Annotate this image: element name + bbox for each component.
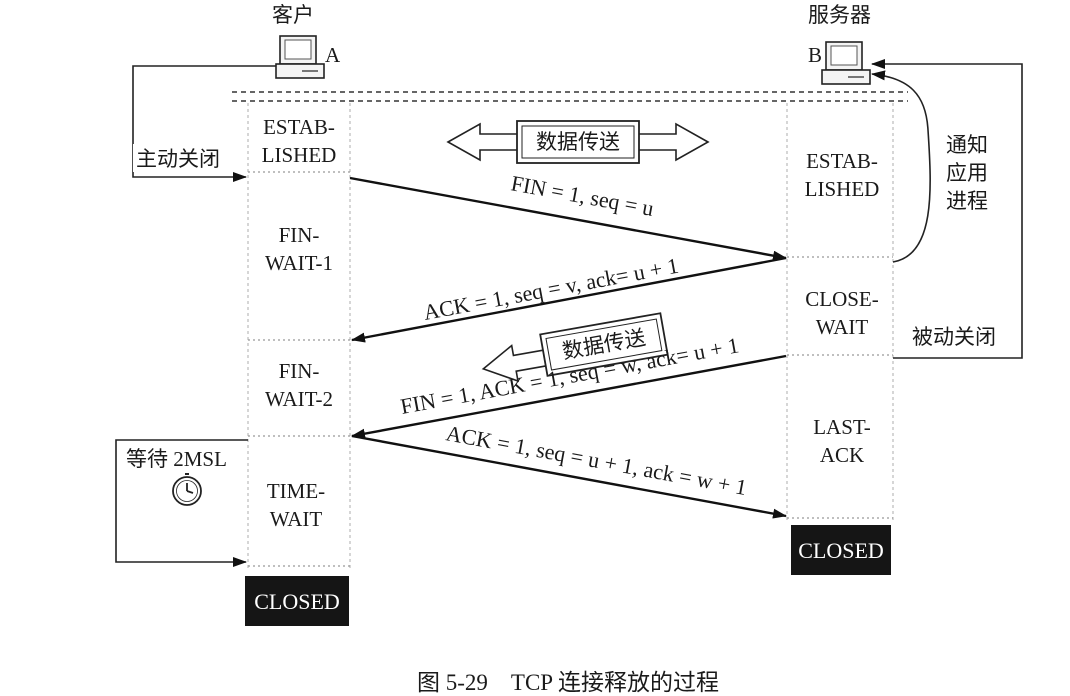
server-closed-badge: CLOSED — [791, 525, 891, 575]
client-state-time-wait-line2: WAIT — [270, 507, 323, 531]
client-label: 客户 — [272, 3, 314, 27]
client-state-established-1: ESTAB- — [263, 115, 335, 139]
server-closed-label: CLOSED — [798, 538, 884, 563]
ack2-label: ACK = 1, seq = u + 1, ack = w + 1 — [444, 420, 749, 500]
client-state-separators — [248, 171, 350, 567]
ack2-arrow — [351, 434, 787, 519]
server-state-close-wait-line2: WAIT — [816, 315, 869, 339]
server-letter: B — [808, 43, 822, 67]
fin1-arrow — [349, 176, 787, 261]
clock-icon — [172, 473, 202, 506]
client-letter: A — [325, 43, 341, 67]
active-close-label: 主动关闭 — [136, 147, 220, 171]
client-state-fin-wait-1-line2: WAIT-1 — [265, 251, 333, 275]
client-state-fin-wait-1-line1: FIN- — [279, 223, 320, 247]
client-state-fin-wait-2-line2: WAIT-2 — [265, 387, 333, 411]
notify-app-label-2: 应用 — [946, 161, 988, 185]
ack1-label: ACK = 1, seq = v, ack= u + 1 — [421, 253, 680, 325]
server-label: 服务器 — [808, 3, 871, 27]
client-closed-label: CLOSED — [254, 589, 340, 614]
server-state-established-2: LISHED — [805, 177, 880, 201]
client-closed-badge: CLOSED — [245, 576, 349, 626]
notify-app-label-1: 通知 — [946, 133, 988, 157]
passive-close-loop — [871, 59, 1023, 359]
computer-icon — [275, 35, 325, 79]
fin2-arrow — [351, 354, 787, 439]
wait-2msl-label: 等待 2MSL — [126, 447, 227, 471]
server-state-last-ack-line1: LAST- — [813, 415, 871, 439]
server-state-established-1: ESTAB- — [806, 149, 878, 173]
client-state-time-wait-line1: TIME- — [267, 479, 325, 503]
active-close-loop — [132, 65, 276, 182]
fin1-label: FIN = 1, seq = u — [509, 170, 656, 221]
wait-2msl-loop — [115, 439, 248, 567]
passive-close-label: 被动关闭 — [912, 325, 996, 349]
server-state-last-ack-line2: ACK — [820, 443, 864, 467]
notify-app-curve — [871, 70, 931, 263]
ack1-arrow — [351, 256, 787, 343]
client-state-fin-wait-2-line1: FIN- — [279, 359, 320, 383]
figure-caption: 图 5-29 TCP 连接释放的过程 — [417, 670, 719, 695]
data-transfer-server-to-client: 数据传送 — [481, 312, 669, 383]
server-state-close-wait-line1: CLOSE- — [805, 287, 879, 311]
computer-icon — [821, 41, 871, 85]
data-transfer-both-label: 数据传送 — [536, 130, 620, 154]
notify-app-label-3: 进程 — [946, 189, 988, 213]
data-transfer-both-icon — [446, 120, 710, 164]
client-state-established-2: LISHED — [262, 143, 337, 167]
